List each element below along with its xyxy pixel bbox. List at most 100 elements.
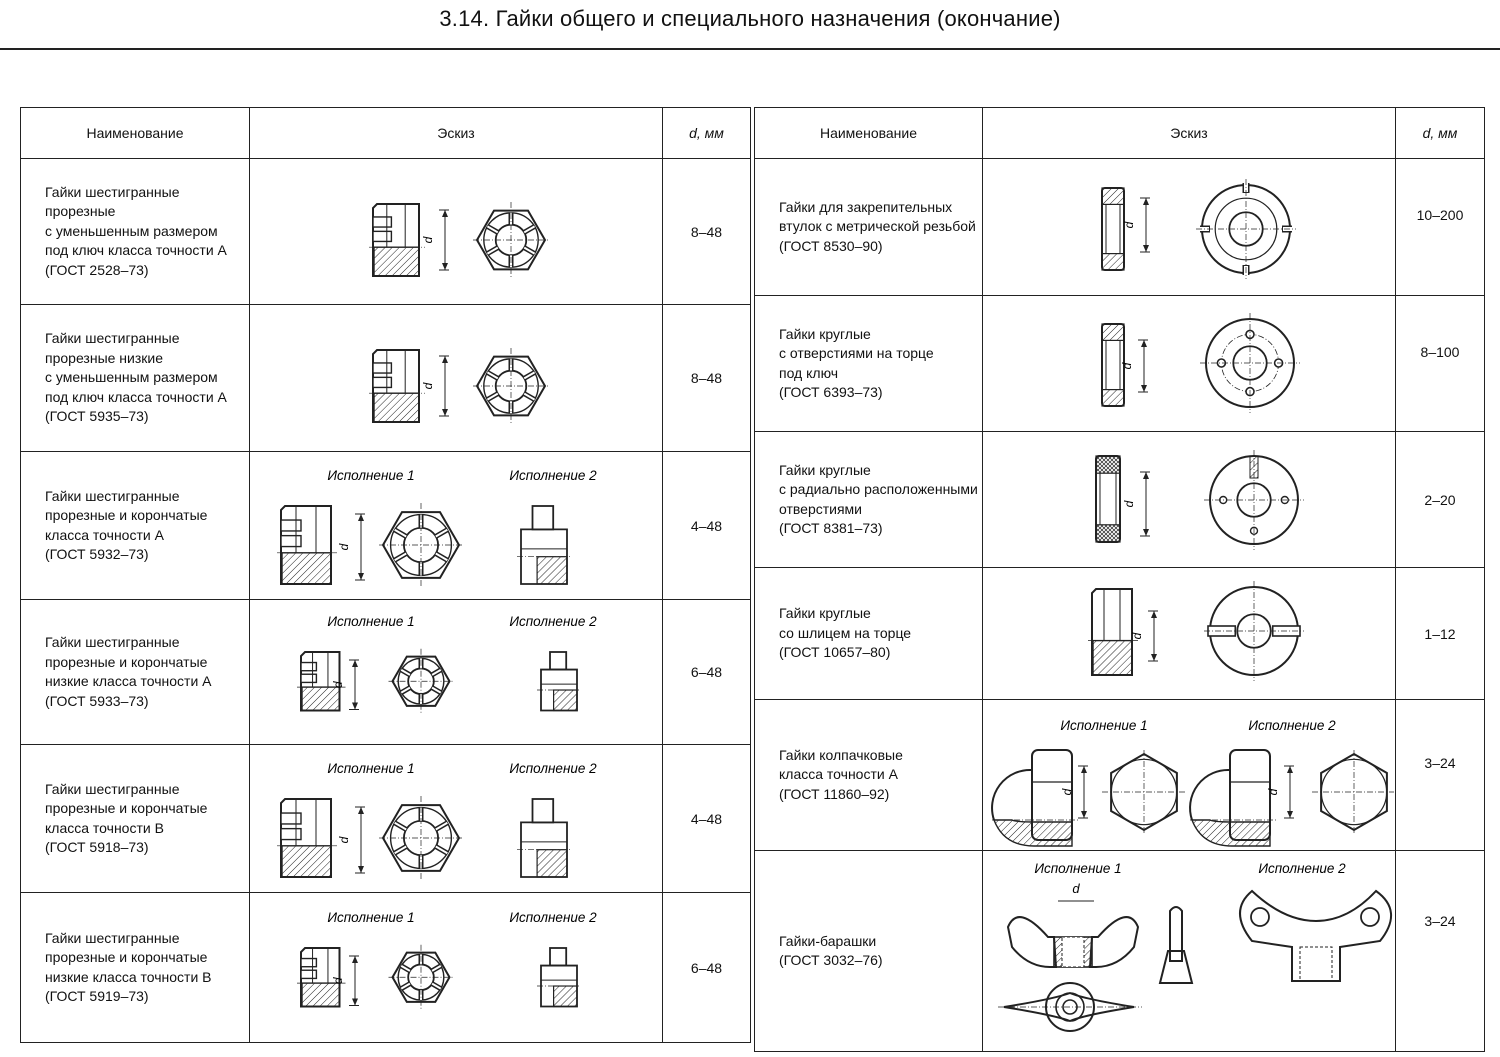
- dimension-d: d: [331, 955, 359, 1006]
- d-range: 3–24: [1395, 699, 1485, 851]
- svg-text:Исполнение 2: Исполнение 2: [1248, 718, 1336, 733]
- d-range: 10–200: [1395, 158, 1485, 296]
- nut-sketch: d: [982, 567, 1396, 700]
- round-nut-side: [1101, 323, 1125, 407]
- nut-name: Гайки круглые с отверстиями на торце под…: [754, 295, 983, 432]
- nut-name: Гайки шестигранные прорезные и корончаты…: [20, 892, 250, 1043]
- svg-text:d: d: [331, 681, 345, 688]
- dimension-d: d: [1266, 765, 1294, 819]
- svg-text:Исполнение 1: Исполнение 1: [327, 910, 414, 925]
- nut-side-section: [297, 651, 346, 712]
- d-range: 6–48: [662, 892, 751, 1043]
- hex-nut-view: [379, 502, 463, 587]
- svg-text:Исполнение 1: Исполнение 1: [327, 614, 414, 629]
- svg-text:Исполнение 2: Исполнение 2: [509, 614, 597, 629]
- nut-sketch: Исполнение 1 Исполнение 2 d: [982, 850, 1396, 1052]
- svg-text:d: d: [331, 977, 345, 984]
- d-range: 6–48: [662, 599, 751, 745]
- title-rule: [0, 48, 1500, 50]
- left-table-row: Гайки шестигранные прорезные и корончаты…: [20, 599, 751, 745]
- nut-side-section: [1088, 587, 1138, 676]
- svg-text:d: d: [1130, 632, 1144, 639]
- svg-text:d: d: [337, 836, 351, 843]
- dimension-d: d: [1130, 610, 1158, 661]
- cap-nut-top: [1312, 750, 1394, 834]
- nut-name: Гайки колпачковые класса точности А (ГОС…: [754, 699, 983, 851]
- wing-nut-side: [1158, 906, 1194, 984]
- d-range: 2–20: [1395, 431, 1485, 568]
- svg-text:d: d: [421, 382, 435, 389]
- d-range: 8–48: [662, 158, 751, 305]
- header-sketch: Эскиз: [249, 107, 663, 159]
- svg-text:d: d: [1122, 221, 1136, 228]
- svg-text:Исполнение 2: Исполнение 2: [509, 468, 597, 483]
- cap-nut-side: [1189, 749, 1278, 847]
- left-header-row: Наименование Эскиз d, мм: [20, 107, 751, 159]
- svg-text:Исполнение 1: Исполнение 1: [1034, 861, 1121, 876]
- nut-sketch: d: [249, 158, 663, 305]
- crown-nut-side: [537, 946, 581, 1007]
- round-nut-side: [1101, 186, 1125, 271]
- svg-text:Исполнение 1: Исполнение 1: [1060, 718, 1147, 733]
- crown-nut-side: [517, 797, 571, 878]
- nut-side-section: [277, 504, 337, 585]
- nut-name: Гайки шестигранные прорезные и корончаты…: [20, 451, 250, 600]
- header-sketch: Эскиз: [982, 107, 1396, 159]
- svg-text:Исполнение 2: Исполнение 2: [509, 910, 597, 925]
- nut-name: Гайки шестигранные прорезные низкие с ум…: [20, 304, 250, 452]
- svg-text:d: d: [1072, 881, 1080, 896]
- dimension-d: d: [1122, 197, 1150, 252]
- right-table-row: Гайки круглые с радиально расположенными…: [754, 431, 1485, 568]
- dimension-d: d: [331, 659, 359, 710]
- svg-text:d: d: [421, 236, 435, 243]
- nut-sketch: d: [982, 295, 1396, 432]
- right-table-row: Гайки для закрепительных втулок с метрич…: [754, 158, 1485, 296]
- svg-text:d: d: [337, 543, 351, 550]
- d-range: 8–48: [662, 304, 751, 452]
- header-d: d, мм: [1395, 107, 1485, 159]
- round-nut-side: [1095, 455, 1121, 543]
- left-table-row: Гайки шестигранные прорезные и корончаты…: [20, 744, 751, 893]
- d-range: 1–12: [1395, 567, 1485, 700]
- wing-nut-eyelets: [1239, 889, 1393, 982]
- right-table-row: Гайки-барашки (ГОСТ 3032–76) Исполнение …: [754, 850, 1485, 1052]
- header-name: Наименование: [20, 107, 250, 159]
- hex-nut-view: [473, 348, 549, 424]
- dimension-d: d: [1060, 765, 1088, 819]
- hex-nut-view: [388, 944, 454, 1010]
- left-table-row: Гайки шестигранные прорезные и корончаты…: [20, 451, 751, 600]
- right-table-row: Гайки колпачковые класса точности А (ГОС…: [754, 699, 1485, 851]
- dimension-d: d: [1122, 471, 1150, 537]
- nut-name: Гайки-барашки (ГОСТ 3032–76): [754, 850, 983, 1052]
- round-nut-view: [1200, 313, 1300, 413]
- page-title: 3.14. Гайки общего и специального назнач…: [439, 6, 1061, 31]
- right-table-row: Гайки круглые с отверстиями на торце под…: [754, 295, 1485, 432]
- svg-text:d: d: [1266, 788, 1280, 795]
- left-table-row: Гайки шестигранные прорезные с уменьшенн…: [20, 158, 751, 305]
- right-header-row: Наименование Эскиз d, мм: [754, 107, 1485, 159]
- svg-text:Исполнение 1: Исполнение 1: [327, 468, 414, 483]
- dimension-d: d: [421, 209, 449, 270]
- nut-side-section: [369, 349, 425, 423]
- nut-side-section: [297, 946, 346, 1007]
- d-range: 3–24: [1395, 850, 1485, 1052]
- svg-text:d: d: [1122, 500, 1136, 507]
- crown-nut-side: [537, 651, 581, 712]
- right-table-row: Гайки круглые со шлицем на торце (ГОСТ 1…: [754, 567, 1485, 700]
- nut-name: Гайки шестигранные прорезные и корончаты…: [20, 599, 250, 745]
- nut-name: Гайки круглые с радиально расположенными…: [754, 431, 983, 568]
- svg-text:Исполнение 2: Исполнение 2: [1258, 861, 1346, 876]
- nut-name: Гайки для закрепительных втулок с метрич…: [754, 158, 983, 296]
- nut-sketch: d: [982, 158, 1396, 296]
- d-range: 4–48: [662, 451, 751, 600]
- round-nut-view: [1204, 580, 1304, 681]
- nut-side-section: [369, 202, 425, 277]
- nut-sketch: Исполнение 1 Исполнение 2 d: [249, 451, 663, 600]
- nut-sketch: d: [982, 431, 1396, 568]
- cap-nut-side: [991, 749, 1080, 847]
- dimension-d: d: [337, 513, 365, 580]
- wing-nut-top: [998, 982, 1142, 1032]
- cap-nut-top: [1102, 750, 1186, 834]
- svg-text:Исполнение 1: Исполнение 1: [327, 761, 414, 776]
